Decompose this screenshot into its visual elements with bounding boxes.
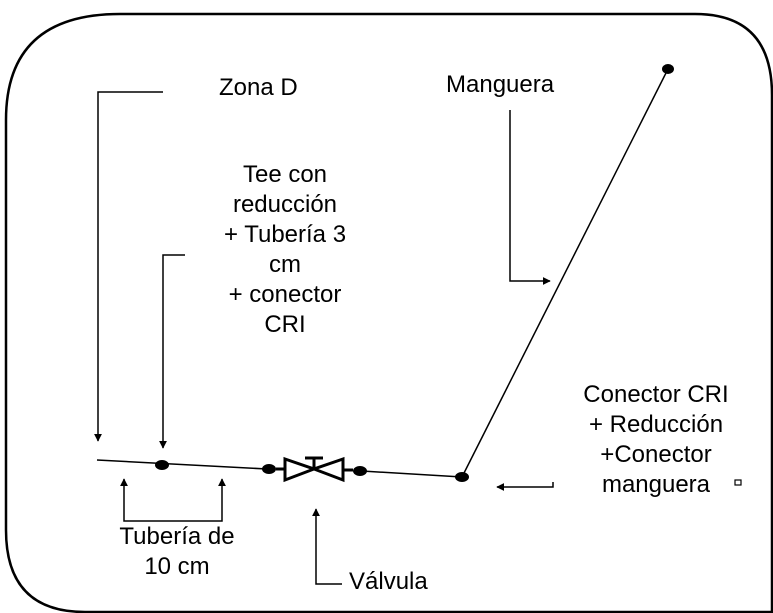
hose-connector-dot [455, 472, 469, 482]
label-tee-line-5: + conector [228, 281, 342, 308]
small-square-mark [734, 479, 742, 486]
pipe-line-right [361, 470, 463, 478]
hose-line [461, 68, 669, 478]
zona-d-leader-arrow [94, 91, 163, 442]
label-conector-block: Conector CRI + Reducción +Conector mangu… [556, 380, 756, 500]
label-zona-d: Zona D [219, 74, 298, 101]
valvula-leader-arrow [312, 508, 342, 585]
pipe-line-left [96, 459, 268, 470]
conector-leader-arrow [496, 482, 554, 491]
label-tee-line-6: CRI [264, 311, 306, 338]
tee-leader-arrow [159, 254, 185, 449]
label-conector-line-1: Conector CRI [583, 381, 729, 408]
label-tee-line-1: Tee con [242, 161, 328, 188]
label-tee-line-2: reducción [232, 191, 338, 218]
valve-connector-right-dot [353, 466, 367, 476]
label-conector-line-2: + Reducción [588, 411, 724, 438]
label-valvula: Válvula [349, 568, 428, 595]
label-manguera: Manguera [446, 71, 555, 98]
tuberia-dimension-arrow [120, 478, 226, 522]
valve-connector-left-dot [262, 464, 276, 474]
label-tee-block: Tee con reducción + Tubería 3 cm + conec… [195, 160, 375, 340]
label-conector-line-3: +Conector [600, 441, 712, 468]
label-conector-line-4: manguera [601, 471, 711, 498]
manguera-leader-arrow [509, 110, 551, 285]
hose-end-dot [662, 64, 674, 74]
valve-symbol-icon [276, 456, 353, 483]
label-tuberia-line-1: Tubería de [119, 523, 235, 550]
label-tee-line-4: cm [269, 251, 301, 278]
label-tee-line-3: + Tubería 3 [223, 221, 347, 248]
tee-connector-dot [155, 460, 169, 470]
label-tuberia-line-2: 10 cm [144, 553, 210, 580]
label-tuberia-block: Tubería de 10 cm [96, 522, 258, 582]
diagram-frame [4, 12, 773, 613]
